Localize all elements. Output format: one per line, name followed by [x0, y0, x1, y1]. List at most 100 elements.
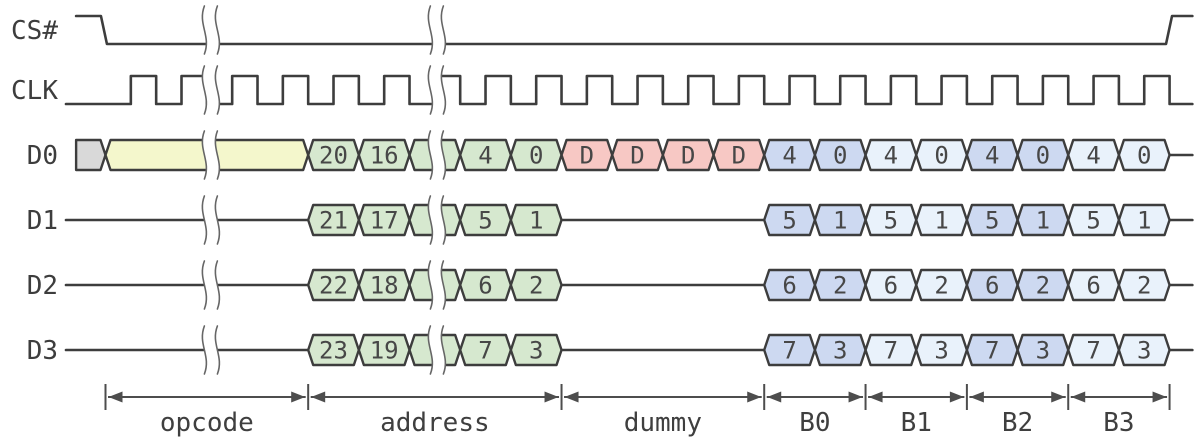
- bus-cell-value: 7: [782, 337, 796, 365]
- break-squiggle-icon: [427, 130, 434, 180]
- bus-cell-value: 0: [1137, 142, 1151, 170]
- bus-cell-value: 4: [1086, 142, 1100, 170]
- bus-cell: [74, 138, 107, 172]
- break-squiggle-icon: [201, 195, 208, 245]
- bus-cell-value: D: [630, 142, 644, 170]
- bus-cell: [509, 333, 563, 367]
- bus-cell: [1117, 268, 1171, 302]
- break-squiggle-icon: [427, 325, 434, 375]
- bus-cell-value: 1: [529, 207, 543, 235]
- bus-cell-value: 2: [833, 272, 847, 300]
- bus-cell-value: 2: [934, 272, 948, 300]
- break-squiggle-icon: [440, 130, 447, 180]
- signal-row-clk: CLK: [11, 74, 1194, 106]
- bus-cell: [509, 268, 563, 302]
- bus-cell-value: 5: [478, 207, 492, 235]
- arrow-right-icon: [291, 391, 306, 403]
- break-squiggle-icon: [427, 5, 434, 55]
- bus-cell-value: 5: [782, 207, 796, 235]
- bus-cell-value: 6: [985, 272, 999, 300]
- arrow-right-icon: [949, 391, 964, 403]
- arrow-left-icon: [108, 391, 123, 403]
- bus-cell-value: 6: [884, 272, 898, 300]
- bus-cell: [1117, 138, 1171, 172]
- bus-cell-value: 6: [478, 272, 492, 300]
- arrow-right-icon: [544, 391, 559, 403]
- wave-cs: [74, 14, 1194, 46]
- bus-cell-value: 20: [319, 142, 348, 170]
- phase-label-B2: B2: [1002, 408, 1033, 438]
- bus-cell-value: 18: [370, 272, 399, 300]
- bus-cell-value: 2: [1137, 272, 1151, 300]
- bus-cell-value: 1: [934, 207, 948, 235]
- arrow-left-icon: [868, 391, 883, 403]
- break-squiggle-icon: [440, 260, 447, 310]
- break-squiggle-icon: [201, 325, 208, 375]
- break-squiggle-icon: [440, 325, 447, 375]
- bus-cell-value: 21: [319, 207, 348, 235]
- break-squiggle-icon: [427, 260, 434, 310]
- bus-cell-value: 5: [884, 207, 898, 235]
- bus-cell-value: 5: [1086, 207, 1100, 235]
- signal-row-cs: CS#: [11, 14, 1194, 46]
- break-squiggle-icon: [214, 195, 221, 245]
- break-squiggle-icon: [201, 130, 208, 180]
- bus-cell-value: 6: [782, 272, 796, 300]
- break-squiggle-icon: [201, 5, 208, 55]
- break-squiggle-icon: [214, 65, 221, 115]
- bus-cell-value: 16: [370, 142, 399, 170]
- bus-cell-value: 3: [529, 337, 543, 365]
- bus-cell-value: 4: [478, 142, 492, 170]
- arrow-right-icon: [1051, 391, 1066, 403]
- break-squiggle-icon: [214, 325, 221, 375]
- arrow-left-icon: [767, 391, 782, 403]
- signal-label-clk: CLK: [11, 76, 58, 106]
- phase-label-B0: B0: [799, 408, 830, 438]
- break-squiggle-icon: [214, 260, 221, 310]
- bus-cell-value: 7: [478, 337, 492, 365]
- phase-label-B1: B1: [901, 408, 932, 438]
- bus-cell-value: 0: [934, 142, 948, 170]
- bus-cell-value: 6: [1086, 272, 1100, 300]
- bus-cell-value: 22: [319, 272, 348, 300]
- signal-label-d0: D0: [27, 141, 58, 171]
- phase-label-opcode: opcode: [160, 408, 254, 438]
- break-squiggle-icon: [440, 5, 447, 55]
- bus-cell-value: D: [580, 142, 594, 170]
- arrow-left-icon: [564, 391, 579, 403]
- signal-label-d3: D3: [27, 336, 58, 366]
- bus-cell: [509, 203, 563, 237]
- bus-cell-value: 7: [1086, 337, 1100, 365]
- arrow-left-icon: [1071, 391, 1086, 403]
- break-squiggle-icon: [440, 65, 447, 115]
- bus-cell-value: 2: [1036, 272, 1050, 300]
- break-squiggle-icon: [214, 130, 221, 180]
- bus-cell-value: 3: [1036, 337, 1050, 365]
- bus-cell-value: 3: [934, 337, 948, 365]
- bus-cell-value: 2: [529, 272, 543, 300]
- bus-cell-value: 0: [833, 142, 847, 170]
- bus-cell-value: 1: [1137, 207, 1151, 235]
- bus-cell-value: 4: [782, 142, 796, 170]
- signal-label-cs: CS#: [11, 16, 58, 46]
- break-squiggle-icon: [201, 260, 208, 310]
- bus-cell-value: 17: [370, 207, 399, 235]
- break-squiggle-icon: [427, 65, 434, 115]
- bus-cell: [1117, 333, 1171, 367]
- wave-clk: [64, 74, 1194, 106]
- break-squiggle-icon: [427, 195, 434, 245]
- bus-cell-value: 4: [985, 142, 999, 170]
- phase-label-dummy: dummy: [624, 408, 702, 438]
- bus-cell-value: 19: [370, 337, 399, 365]
- bus-cell-value: 3: [833, 337, 847, 365]
- bus-cell-value: 7: [985, 337, 999, 365]
- signal-label-d1: D1: [27, 206, 58, 236]
- phase-label-B3: B3: [1103, 408, 1134, 438]
- bus-cell-value: 5: [985, 207, 999, 235]
- bus-cell-value: D: [681, 142, 695, 170]
